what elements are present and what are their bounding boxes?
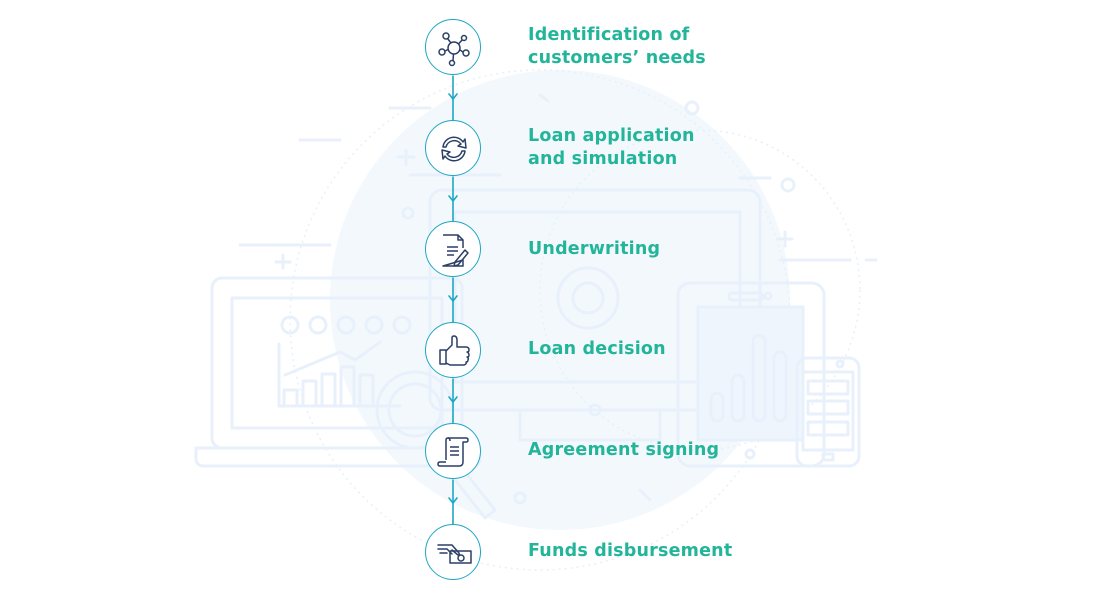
document-pen-icon <box>442 234 469 267</box>
refresh-icon <box>441 136 467 162</box>
background-circle <box>330 70 790 530</box>
step-label-1: Identification of customers’ needs <box>528 25 706 68</box>
arrow-down-icon <box>448 396 458 403</box>
arrow-down-icon <box>448 93 458 100</box>
step-node-5 <box>425 423 481 479</box>
monitor-illustration <box>428 188 762 442</box>
step-node-2 <box>425 120 481 176</box>
network-icon <box>438 32 470 67</box>
thumbs-up-icon <box>439 335 470 366</box>
step-label-3: Underwriting <box>528 239 661 259</box>
step-label-2: Loan application and simulation <box>528 126 695 169</box>
step-node-6 <box>425 524 481 580</box>
step-node-4 <box>425 322 481 378</box>
arrow-down-icon <box>448 195 458 202</box>
step-label-4: Loan decision <box>528 339 666 359</box>
arrow-down-icon <box>448 497 458 504</box>
arrow-down-icon <box>448 295 458 302</box>
step-node-1 <box>425 19 481 75</box>
step-node-3 <box>425 221 481 277</box>
step-label-5: Agreement signing <box>528 440 720 460</box>
phone-illustration <box>795 356 861 468</box>
step-label-6: Funds disbursement <box>528 541 733 561</box>
scroll-icon <box>437 437 469 467</box>
hand-money-icon <box>437 544 472 564</box>
